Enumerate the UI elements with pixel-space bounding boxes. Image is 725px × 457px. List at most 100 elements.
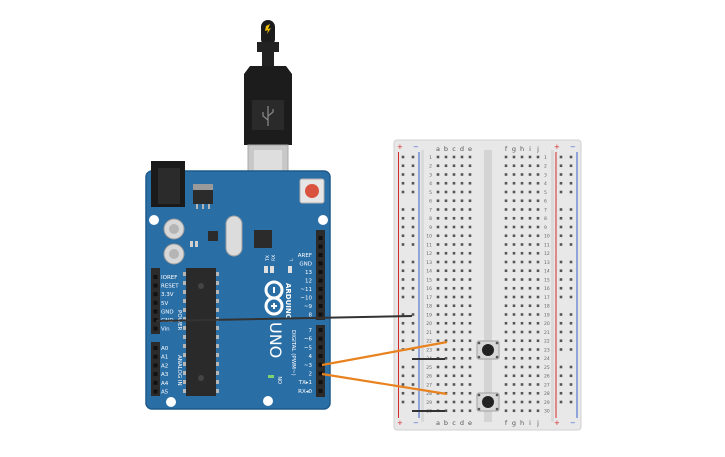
breadboard-hole[interactable] [536, 269, 540, 273]
breadboard-hole[interactable] [452, 190, 456, 194]
breadboard-hole[interactable] [452, 208, 456, 211]
breadboard-hole[interactable] [452, 330, 456, 334]
breadboard-hole[interactable] [504, 339, 508, 343]
rail-hole[interactable] [401, 243, 405, 246]
breadboard-hole[interactable] [444, 295, 448, 299]
rail-hole[interactable] [401, 295, 405, 299]
breadboard-hole[interactable] [444, 321, 448, 325]
breadboard-hole[interactable] [504, 260, 508, 264]
breadboard-hole[interactable] [512, 321, 516, 325]
rail-hole[interactable] [401, 321, 405, 325]
breadboard-hole[interactable] [436, 339, 440, 343]
breadboard-hole[interactable] [460, 383, 464, 386]
breadboard-hole[interactable] [460, 278, 464, 281]
breadboard-hole[interactable] [460, 199, 464, 203]
breadboard-hole[interactable] [512, 225, 516, 229]
breadboard-hole[interactable] [460, 356, 464, 360]
header-pin[interactable] [153, 292, 158, 297]
breadboard-hole[interactable] [536, 164, 540, 168]
rail-hole[interactable] [559, 234, 563, 238]
header-pin[interactable] [318, 328, 323, 332]
breadboard-hole[interactable] [512, 173, 516, 176]
breadboard-hole[interactable] [528, 216, 532, 220]
rail-hole[interactable] [411, 348, 415, 351]
breadboard-hole[interactable] [512, 365, 516, 369]
breadboard-hole[interactable] [436, 225, 440, 229]
breadboard-hole[interactable] [520, 190, 524, 194]
rail-hole[interactable] [559, 278, 563, 281]
rail-hole[interactable] [569, 181, 573, 185]
breadboard-hole[interactable] [512, 155, 516, 159]
breadboard-hole[interactable] [444, 409, 448, 413]
breadboard-hole[interactable] [468, 234, 472, 238]
breadboard-hole[interactable] [436, 155, 440, 159]
rail-hole[interactable] [559, 155, 563, 159]
breadboard-hole[interactable] [504, 164, 508, 168]
rail-hole[interactable] [559, 374, 563, 378]
breadboard-hole[interactable] [444, 400, 448, 404]
rail-hole[interactable] [559, 173, 563, 176]
breadboard-hole[interactable] [504, 295, 508, 299]
breadboard-hole[interactable] [468, 391, 472, 395]
breadboard-hole[interactable] [528, 269, 532, 273]
rail-hole[interactable] [411, 208, 415, 211]
breadboard-hole[interactable] [436, 260, 440, 264]
breadboard-hole[interactable] [460, 155, 464, 159]
breadboard-hole[interactable] [528, 251, 532, 255]
rail-hole[interactable] [569, 339, 573, 343]
rail-hole[interactable] [559, 348, 563, 351]
breadboard-hole[interactable] [512, 400, 516, 404]
breadboard-hole[interactable] [468, 313, 472, 316]
breadboard-hole[interactable] [452, 348, 456, 351]
header-pin[interactable] [318, 354, 323, 359]
breadboard-hole[interactable] [536, 181, 540, 185]
breadboard-hole[interactable] [452, 391, 456, 395]
breadboard-hole[interactable] [468, 409, 472, 413]
breadboard-hole[interactable] [536, 339, 540, 343]
rail-hole[interactable] [411, 330, 415, 334]
breadboard-hole[interactable] [528, 313, 532, 316]
pushbutton-1[interactable] [476, 340, 500, 360]
breadboard-hole[interactable] [460, 225, 464, 229]
breadboard-hole[interactable] [520, 164, 524, 168]
breadboard-hole[interactable] [444, 330, 448, 334]
breadboard-hole[interactable] [520, 199, 524, 203]
breadboard-hole[interactable] [452, 173, 456, 176]
breadboard-hole[interactable] [520, 400, 524, 404]
rail-hole[interactable] [411, 155, 415, 159]
rail-hole[interactable] [411, 190, 415, 194]
breadboard-hole[interactable] [460, 365, 464, 369]
breadboard-hole[interactable] [536, 286, 540, 290]
breadboard-hole[interactable] [512, 348, 516, 351]
breadboard-hole[interactable] [528, 225, 532, 229]
breadboard-hole[interactable] [504, 216, 508, 220]
breadboard-hole[interactable] [504, 409, 508, 413]
breadboard-hole[interactable] [436, 243, 440, 246]
breadboard-hole[interactable] [504, 304, 508, 308]
breadboard-hole[interactable] [436, 208, 440, 211]
breadboard-hole[interactable] [468, 181, 472, 185]
rail-hole[interactable] [411, 295, 415, 299]
breadboard-hole[interactable] [520, 155, 524, 159]
reset-button-cap[interactable] [305, 184, 319, 198]
breadboard-hole[interactable] [444, 278, 448, 281]
rail-hole[interactable] [401, 181, 405, 185]
breadboard-hole[interactable] [436, 199, 440, 203]
breadboard-hole[interactable] [520, 365, 524, 369]
breadboard-hole[interactable] [504, 383, 508, 386]
header-pin[interactable] [318, 295, 323, 300]
breadboard-hole[interactable] [460, 304, 464, 308]
rail-hole[interactable] [559, 313, 563, 316]
breadboard-hole[interactable] [520, 225, 524, 229]
breadboard-hole[interactable] [536, 243, 540, 246]
header-pin[interactable] [153, 389, 158, 394]
rail-hole[interactable] [411, 286, 415, 290]
breadboard-hole[interactable] [528, 295, 532, 299]
breadboard-hole[interactable] [460, 164, 464, 168]
breadboard-hole[interactable] [468, 286, 472, 290]
breadboard-hole[interactable] [536, 321, 540, 325]
breadboard-hole[interactable] [468, 269, 472, 273]
breadboard-hole[interactable] [504, 251, 508, 255]
breadboard-hole[interactable] [444, 234, 448, 238]
pushbutton-cap[interactable] [482, 344, 494, 356]
